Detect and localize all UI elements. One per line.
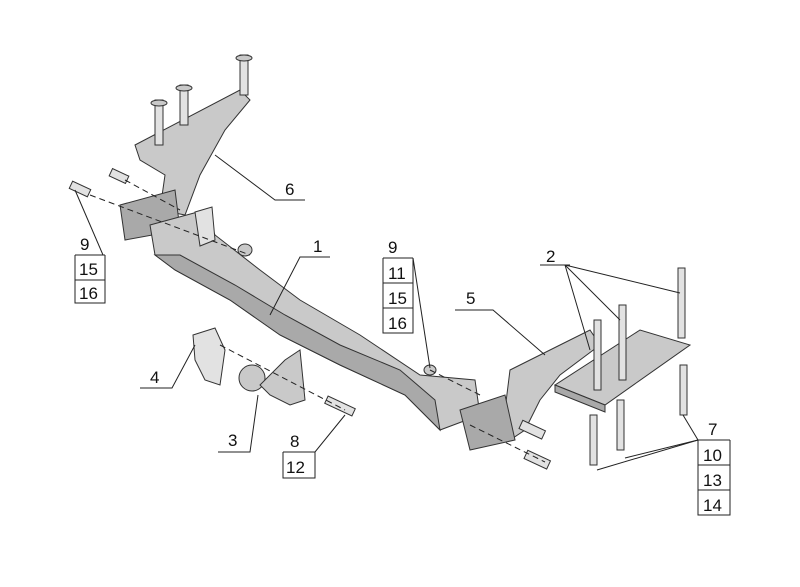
fasteners [68, 167, 552, 470]
callout-8: 8 [290, 432, 299, 451]
callout-2: 2 [546, 247, 555, 266]
part-3-tow-ball [238, 349, 306, 406]
callout-mid-16: 16 [388, 314, 407, 333]
callout-7: 7 [708, 420, 717, 439]
callout-left-9: 9 [80, 235, 89, 254]
callout-left-15: 15 [79, 260, 98, 279]
part-6-left-bracket [119, 54, 253, 241]
callout-13: 13 [703, 471, 722, 490]
part-5-right-bracket [459, 329, 601, 451]
callout-12: 12 [286, 458, 305, 477]
callout-14: 14 [703, 496, 722, 515]
part-plate [553, 267, 692, 466]
callout-4: 4 [150, 368, 159, 387]
part-1-crossbar [149, 206, 481, 432]
callout-left-16: 16 [79, 284, 98, 303]
callout-3: 3 [228, 431, 237, 450]
part-4-socket-plate [192, 327, 226, 386]
callout-mid-9: 9 [388, 238, 397, 257]
callout-1: 1 [313, 237, 322, 256]
callout-mid-15: 15 [388, 289, 407, 308]
callout-6: 6 [285, 180, 294, 199]
callout-10: 10 [703, 446, 722, 465]
callout-5: 5 [466, 289, 475, 308]
callout-mid-11: 11 [388, 264, 406, 283]
